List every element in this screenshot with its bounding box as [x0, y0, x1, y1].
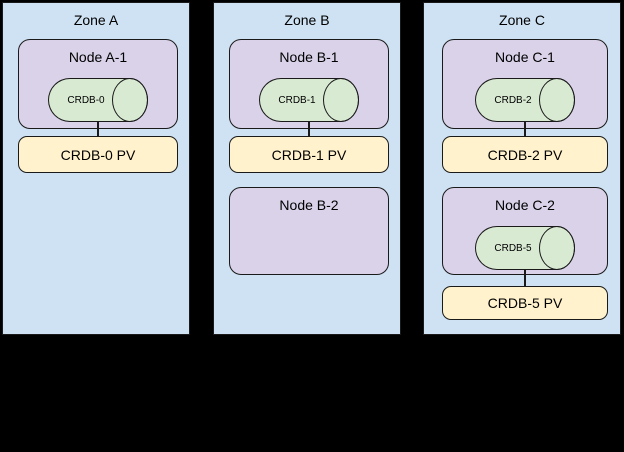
node-b2-title: Node B-2 — [279, 197, 339, 213]
node-c1-title: Node C-1 — [495, 49, 555, 65]
zone-b-title: Zone B — [284, 12, 330, 28]
node-b2: Node B-2 — [229, 187, 389, 275]
crdb-2-pv-label: CRDB-2 PV — [487, 146, 563, 163]
node-a1: Node A-1 CRDB-0 — [18, 39, 178, 129]
crdb-5-pv-box: CRDB-5 PV — [442, 286, 608, 320]
pod-to-pv-connector — [97, 121, 99, 136]
crdb-0-pv-box: CRDB-0 PV — [18, 136, 178, 173]
node-c1: Node C-1 CRDB-2 — [442, 39, 608, 129]
zone-a: Zone A Node A-1 CRDB-0 CRDB-0 PV — [2, 2, 190, 335]
pod-to-pv-connector — [524, 121, 526, 136]
pod-to-pv-connector — [524, 269, 526, 286]
zone-b: Zone B Node B-1 CRDB-1 CRDB-1 PV Node B-… — [213, 2, 401, 335]
cylinder-cap-icon — [323, 78, 359, 122]
crdb-2-pod-cylinder: CRDB-2 — [475, 78, 575, 122]
crdb-0-pod-cylinder: CRDB-0 — [48, 78, 148, 122]
crdb-1-pv-box: CRDB-1 PV — [229, 136, 389, 173]
cylinder-cap-icon — [112, 78, 148, 122]
node-b1-title: Node B-1 — [279, 49, 339, 65]
zone-c: Zone C Node C-1 CRDB-2 CRDB-2 PV Node C-… — [423, 2, 621, 335]
pod-to-pv-connector — [308, 121, 310, 136]
crdb-2-pv-box: CRDB-2 PV — [442, 136, 608, 173]
crdb-2-pod-label: CRDB-2 — [494, 94, 532, 106]
crdb-5-pod-label: CRDB-5 — [494, 242, 532, 254]
zone-a-title: Zone A — [73, 12, 119, 28]
zone-c-title: Zone C — [499, 12, 545, 28]
crdb-0-pv-label: CRDB-0 PV — [60, 146, 136, 163]
node-c2: Node C-2 CRDB-5 — [442, 187, 608, 275]
node-c2-title: Node C-2 — [495, 197, 555, 213]
node-b1: Node B-1 CRDB-1 — [229, 39, 389, 129]
crdb-0-pod-label: CRDB-0 — [67, 94, 105, 106]
cylinder-cap-icon — [539, 226, 575, 270]
crdb-1-pod-label: CRDB-1 — [278, 94, 316, 106]
crdb-1-pod-cylinder: CRDB-1 — [259, 78, 359, 122]
crdb-5-pod-cylinder: CRDB-5 — [475, 226, 575, 270]
node-a1-title: Node A-1 — [68, 49, 128, 65]
crdb-1-pv-label: CRDB-1 PV — [271, 146, 347, 163]
cylinder-cap-icon — [539, 78, 575, 122]
crdb-5-pv-label: CRDB-5 PV — [487, 295, 563, 311]
